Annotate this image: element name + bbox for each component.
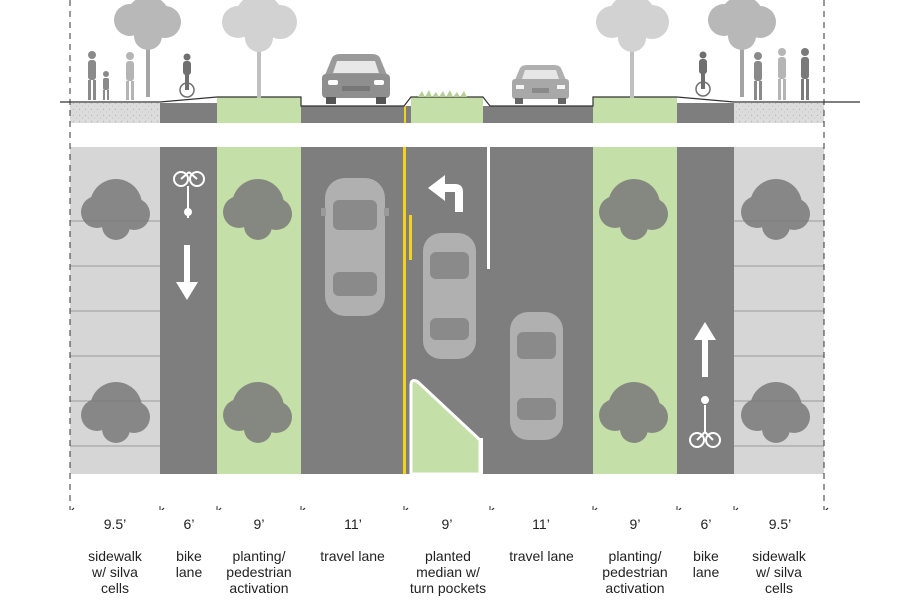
dimension-label-row: 9.5’ 6’ 9’ 11’ 9’ 11’ 9’ 6’ 9.5’ bbox=[0, 516, 900, 536]
bike-lane-arrow-up-icon bbox=[694, 322, 716, 377]
segment-label: sidewalk w/ silva cells bbox=[752, 548, 806, 596]
section-bike-lane-right bbox=[677, 103, 734, 123]
tree-icon bbox=[222, 0, 297, 98]
tree-canopy-icon bbox=[81, 382, 150, 443]
bike-lane-arrow-down-icon bbox=[176, 245, 198, 300]
section-view bbox=[60, 0, 860, 123]
dimension-lines bbox=[69, 0, 829, 510]
section-yellow-line bbox=[404, 106, 406, 123]
section-travel-lane-right bbox=[490, 106, 593, 123]
turn-lane-line bbox=[487, 147, 490, 269]
section-median bbox=[411, 97, 483, 123]
section-median-curb-right bbox=[483, 106, 490, 123]
tree-canopy-icon bbox=[223, 382, 292, 443]
segment-label: travel lane bbox=[509, 548, 574, 564]
bike-symbol-icon bbox=[689, 396, 721, 448]
segment-width: 6’ bbox=[183, 516, 195, 532]
segment-label: travel lane bbox=[320, 548, 385, 564]
tree-canopy-icon bbox=[81, 179, 150, 240]
segment-width: 9’ bbox=[629, 516, 641, 532]
section-median-curb-left bbox=[404, 106, 411, 123]
segment-width: 9.5’ bbox=[103, 516, 127, 532]
plan-view bbox=[70, 147, 824, 476]
center-line-yellow-short bbox=[409, 215, 412, 260]
bike-symbol-icon bbox=[173, 171, 205, 218]
car-front-icon bbox=[322, 54, 390, 104]
grass-tuft bbox=[418, 90, 467, 97]
segment-label: planted median w/ turn pockets bbox=[409, 548, 487, 596]
section-sidewalk-left bbox=[70, 103, 160, 123]
section-bike-lane-left bbox=[160, 103, 217, 123]
section-planting-left bbox=[217, 97, 301, 123]
tree-canopy-icon bbox=[599, 179, 668, 240]
street-diagram bbox=[60, 0, 860, 510]
segment-width: 6’ bbox=[700, 516, 712, 532]
left-turn-arrow-icon bbox=[428, 175, 463, 212]
pedestrian-icon bbox=[801, 48, 809, 100]
tree-icon bbox=[708, 0, 776, 97]
pedestrian-icon bbox=[754, 52, 762, 100]
car-top-icon bbox=[510, 312, 563, 440]
segment-label: bike lane bbox=[175, 548, 203, 580]
segment-width: 9’ bbox=[253, 516, 265, 532]
tree-canopy-icon bbox=[741, 179, 810, 240]
car-top-icon bbox=[423, 233, 476, 359]
pedestrian-icon bbox=[778, 48, 786, 100]
child-icon bbox=[103, 71, 109, 100]
section-planting-right bbox=[593, 97, 677, 123]
tree-canopy-icon bbox=[741, 382, 810, 443]
cyclist-icon bbox=[695, 51, 711, 97]
median-edge-line bbox=[480, 438, 483, 474]
pedestrian-icon bbox=[126, 52, 134, 100]
tree-icon bbox=[114, 0, 181, 97]
cyclist-icon bbox=[179, 53, 195, 98]
segment-label: planting/ pedestrian activation bbox=[226, 548, 292, 596]
segment-width: 9.5’ bbox=[768, 516, 792, 532]
tree-canopy-icon bbox=[223, 179, 292, 240]
tree-icon bbox=[596, 0, 669, 98]
section-sidewalk-right bbox=[734, 103, 824, 123]
segment-width: 11’ bbox=[344, 516, 362, 532]
segment-width: 11’ bbox=[532, 516, 550, 532]
tree-canopy-icon bbox=[599, 382, 668, 443]
pedestrian-icon bbox=[88, 51, 96, 100]
segment-width: 9’ bbox=[441, 516, 453, 532]
segment-label: sidewalk w/ silva cells bbox=[88, 548, 142, 596]
car-top-icon bbox=[321, 178, 389, 316]
center-line-yellow bbox=[403, 147, 406, 474]
section-travel-lane-left bbox=[301, 106, 404, 123]
segment-label: planting/ pedestrian activation bbox=[602, 548, 668, 596]
car-rear-icon bbox=[512, 65, 569, 104]
segment-label: bike lane bbox=[692, 548, 720, 580]
